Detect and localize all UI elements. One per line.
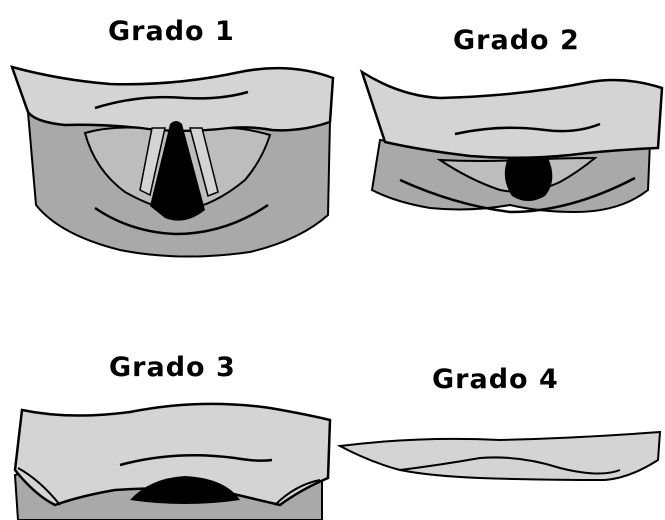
grade-3-illustration [15, 404, 330, 520]
grade-2-illustration [362, 72, 662, 212]
grade-1-illustration [12, 67, 333, 257]
grade-2-epiglottis [362, 72, 662, 158]
grade-2-airway [505, 158, 553, 201]
grade-1-epiglottis [12, 67, 333, 131]
grade-4-illustration [340, 432, 660, 480]
